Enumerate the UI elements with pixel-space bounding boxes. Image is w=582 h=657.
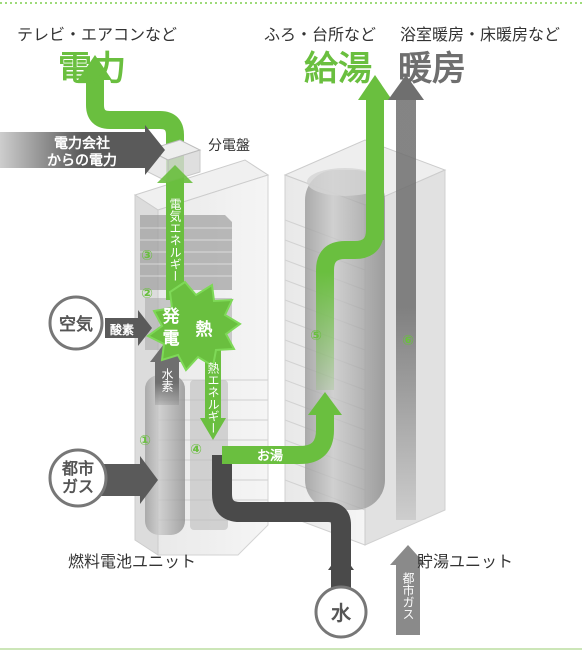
water-label: 水 xyxy=(331,601,352,625)
grid-power-label-line1: 電力会社 xyxy=(54,135,110,152)
storage-unit-label: 貯湯ユニット xyxy=(417,552,513,571)
top-left-use-label: テレビ・エアコンなど xyxy=(17,25,177,44)
grid-power-arrow xyxy=(0,125,165,175)
city-gas-circle xyxy=(48,448,108,508)
city-gas-arrow xyxy=(95,456,158,504)
power-label: 電力 xyxy=(58,49,126,89)
heat-energy-label: 熱エネルギー xyxy=(206,362,220,434)
heating-arrow-head xyxy=(388,75,424,100)
oxygen-label: 酸素 xyxy=(110,322,134,337)
distribution-board-label: 分電盤 xyxy=(208,138,250,154)
step-3: ③ xyxy=(141,248,153,264)
city-gas-vertical-label: 都市ガス xyxy=(401,572,415,620)
electric-energy-label: 電気エネルギー xyxy=(168,198,182,282)
hydrogen-label: 水素 xyxy=(160,368,174,392)
fuel-cell-unit-label: 燃料電池ユニット xyxy=(68,552,196,571)
air-circle xyxy=(48,295,104,351)
step-2: ② xyxy=(141,286,153,302)
generation-burst xyxy=(146,280,242,372)
city-gas-vertical-arrow xyxy=(396,560,420,635)
heating-label: 暖房 xyxy=(398,49,466,89)
water-circle xyxy=(314,585,368,639)
top-mid-use-label: ふろ・台所など xyxy=(264,25,376,44)
water-flow-path xyxy=(212,455,351,578)
step-1: ① xyxy=(139,433,151,449)
heating-flow-path xyxy=(396,95,416,520)
step-5: ⑤ xyxy=(310,328,322,344)
city-gas-label-line1: 都市 xyxy=(61,459,94,478)
hot-water-label: お湯 xyxy=(257,448,283,464)
step-4: ④ xyxy=(190,442,202,458)
city-gas-label-line2: ガス xyxy=(62,477,94,496)
hot-water-supply-label: 給湯 xyxy=(304,49,372,89)
generation-char-2: 熱 xyxy=(196,319,213,340)
grid-power-label-line2: からの電力 xyxy=(47,152,117,169)
oxygen-arrow xyxy=(105,310,152,346)
generation-char-3: 電 xyxy=(163,329,180,349)
power-flow-path xyxy=(86,75,184,300)
hot-water-path xyxy=(222,410,334,464)
power-arrow-head xyxy=(78,55,112,80)
storage-unit-box xyxy=(283,139,447,546)
top-right-use-label: 浴室暖房・床暖房など xyxy=(400,25,560,44)
air-label: 空気 xyxy=(59,314,93,335)
generation-char-1: 発 xyxy=(162,306,181,327)
step-6: ⑥ xyxy=(402,333,414,349)
supply-arrow-head xyxy=(358,75,392,100)
